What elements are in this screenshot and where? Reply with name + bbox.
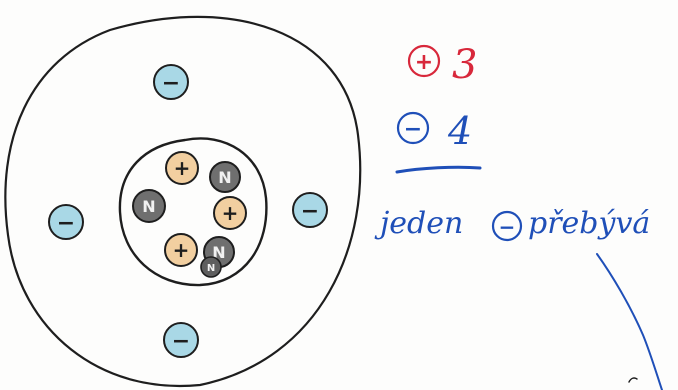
electron-symbol-circle	[396, 111, 430, 145]
electron: −	[163, 322, 199, 358]
electron-symbol: −	[404, 117, 422, 142]
conclusion-word-after: přebývá	[528, 206, 650, 241]
electron-sign: −	[301, 199, 319, 224]
neutron: N	[200, 256, 222, 278]
outer-shell	[4, 15, 362, 388]
conclusion-symbol: −	[499, 215, 516, 239]
proton-symbol: +	[415, 50, 433, 75]
neutron-label: N	[142, 197, 155, 216]
conclusion-word-before: jeden	[374, 206, 463, 241]
electron-count-note: − 4	[396, 109, 472, 153]
proton-sign: +	[173, 238, 190, 262]
electron-count: 4	[447, 109, 472, 153]
neutron: N	[209, 161, 241, 193]
nucleus-boundary	[118, 137, 268, 287]
neutron-label: N	[212, 243, 225, 262]
sum-underline	[395, 165, 482, 174]
electron: −	[292, 192, 328, 228]
conclusion-symbol-circle	[491, 210, 523, 242]
proton-count: 3	[452, 42, 477, 88]
neutron-label: N	[218, 168, 231, 187]
proton-sign: +	[174, 156, 191, 180]
electron: −	[153, 64, 189, 100]
conclusion-note: jeden − přebývá	[374, 206, 650, 242]
proton: +	[165, 151, 199, 185]
electron: −	[48, 204, 84, 240]
neutron: N	[132, 189, 166, 223]
proton: +	[164, 233, 198, 267]
neutron-label: N	[207, 263, 215, 274]
electron-sign: −	[172, 329, 190, 354]
proton-symbol-circle	[407, 44, 441, 78]
electron-sign: −	[57, 211, 75, 236]
pointer-line	[596, 253, 663, 390]
proton: +	[213, 196, 247, 230]
proton-count-note: + 3	[407, 42, 477, 88]
electron-sign: −	[162, 71, 180, 96]
proton-sign: +	[222, 201, 239, 225]
stray-mark	[628, 377, 638, 383]
